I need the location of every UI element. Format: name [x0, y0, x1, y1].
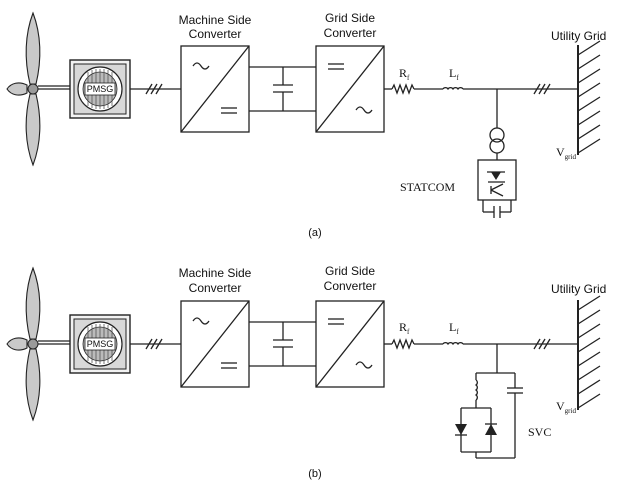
wind-turbine-icon	[6, 12, 41, 166]
utility-grid-label: Utility Grid	[551, 282, 606, 296]
svc-label: SVC	[528, 425, 551, 439]
utility-grid-bus	[577, 40, 601, 156]
vgrid-label: Vgrid	[556, 145, 576, 161]
filter-resistor	[391, 84, 415, 94]
filter-inductor	[442, 342, 464, 345]
grid-side-converter	[315, 300, 385, 388]
diagram-a: PMSG Machine Side Converter Grid Side Co…	[6, 11, 606, 239]
filter-inductor	[442, 87, 464, 90]
grid-side-label-line2: Converter	[324, 26, 377, 40]
pmsg-label: PMSG	[87, 84, 114, 94]
grid-side-label-line1: Grid Side	[325, 11, 375, 25]
lf-label: Lf	[449, 66, 459, 82]
three-phase-marker-grid	[533, 83, 551, 95]
filter-resistor	[391, 339, 415, 349]
machine-side-label-line1: Machine Side	[179, 266, 252, 280]
diagram-b: PMSG Machine Side Converter Grid Side Co…	[6, 264, 606, 480]
grid-side-label-line2: Converter	[324, 279, 377, 293]
pmsg-label: PMSG	[87, 339, 114, 349]
statcom-vsc-icon	[477, 159, 517, 218]
caption-b: (b)	[308, 468, 321, 480]
machine-side-label-line1: Machine Side	[179, 13, 252, 27]
caption-a: (a)	[308, 227, 321, 239]
svc-icon	[455, 344, 523, 459]
utility-grid-label: Utility Grid	[551, 29, 606, 43]
vgrid-label: Vgrid	[556, 399, 576, 415]
three-phase-marker	[145, 83, 163, 95]
statcom-label: STATCOM	[400, 180, 455, 194]
utility-grid-bus	[577, 295, 601, 411]
rf-label: Rf	[399, 66, 410, 82]
grid-side-converter	[315, 45, 385, 133]
three-phase-marker-grid	[533, 338, 551, 350]
wind-turbine-icon	[6, 267, 41, 421]
coupling-transformer-icon	[489, 127, 505, 154]
machine-side-label-line2: Converter	[189, 27, 242, 41]
grid-side-label-line1: Grid Side	[325, 264, 375, 278]
machine-side-label-line2: Converter	[189, 281, 242, 295]
machine-side-converter	[180, 45, 250, 133]
lf-label: Lf	[449, 320, 459, 336]
three-phase-marker	[145, 338, 163, 350]
machine-side-converter	[180, 300, 250, 388]
rf-label: Rf	[399, 320, 410, 336]
